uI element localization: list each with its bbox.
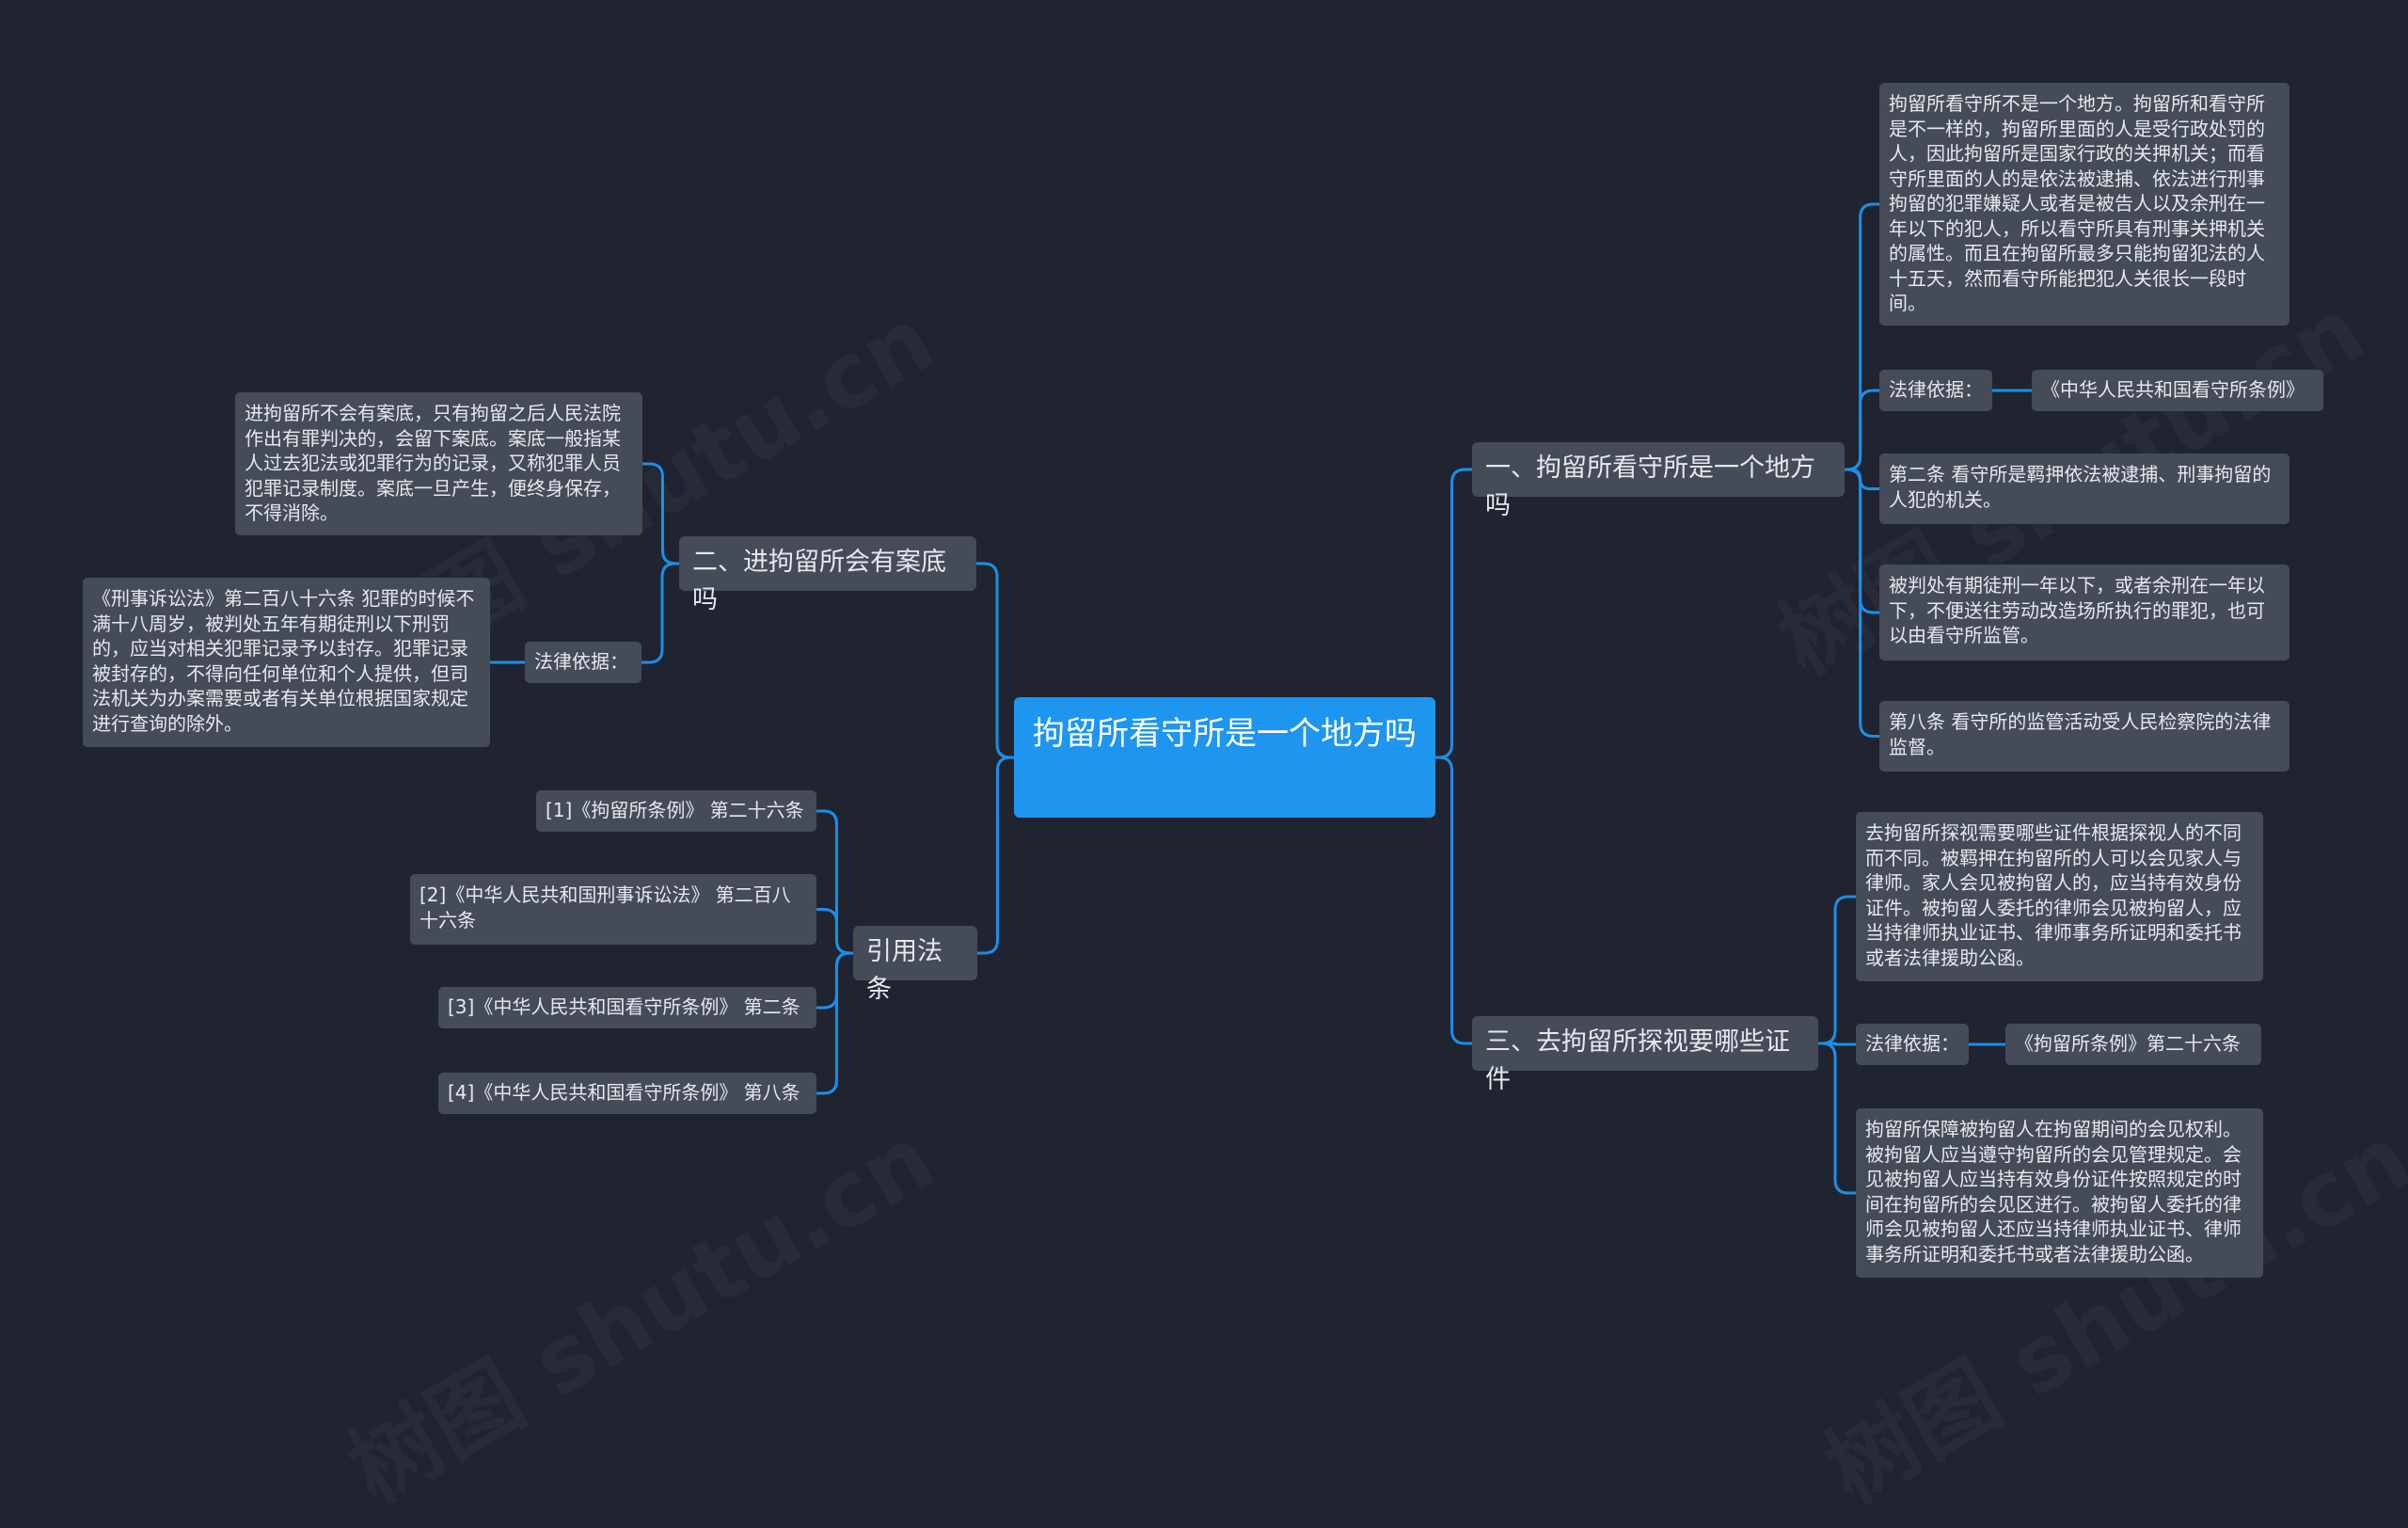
b3-legal-basis-value[interactable]: 《拘留所条例》第二十六条: [2005, 1024, 2261, 1065]
reference-1[interactable]: [1]《拘留所条例》 第二十六条: [536, 790, 816, 832]
b3-explanation-node[interactable]: 去拘留所探视需要哪些证件根据探视人的不同而不同。被羁押在拘留所的人可以会见家人与…: [1856, 812, 2263, 981]
reference-3[interactable]: [3]《中华人民共和国看守所条例》 第二条: [438, 987, 816, 1028]
b1-sentence-node[interactable]: 被判处有期徒刑一年以下，或者余刑在一年以下，不便送往劳动改造场所执行的罪犯，也可…: [1879, 565, 2289, 661]
mind-map-canvas: 树图 shutu.cn 树图 shutu.cn 树图 shutu.cn 树图 s…: [83, 83, 2323, 1278]
branch-topic-2[interactable]: 二、进拘留所会有案底吗: [679, 536, 976, 614]
connector-line: [977, 756, 1014, 955]
connector-line: [1845, 468, 1879, 738]
connector-line: [642, 462, 679, 565]
connector-lines: [490, 202, 2032, 1195]
connector-line: [1845, 202, 1879, 471]
connector-line: [816, 951, 853, 1095]
connector-line: [816, 809, 853, 955]
b3-legal-basis-label[interactable]: 法律依据：: [1856, 1024, 1969, 1065]
b1-legal-basis-label[interactable]: 法律依据：: [1879, 370, 1992, 411]
connector-line: [1845, 389, 1879, 471]
root-topic[interactable]: 拘留所看守所是一个地方吗: [1014, 697, 1435, 818]
connector-line: [816, 951, 853, 1010]
connector-line: [1845, 468, 1879, 490]
b1-explanation-node[interactable]: 拘留所看守所不是一个地方。拘留所和看守所是不一样的，拘留所里面的人是受行政处罚的…: [1879, 83, 2289, 326]
b1-legal-basis-value[interactable]: 《中华人民共和国看守所条例》: [2032, 370, 2323, 411]
reference-2[interactable]: [2]《中华人民共和国刑事诉讼法》 第二百八十六条: [410, 874, 816, 945]
connector-line: [1818, 1042, 1856, 1046]
connector-line: [642, 562, 679, 664]
branch-topic-1[interactable]: 一、拘留所看守所是一个地方吗: [1472, 442, 1845, 520]
connector-line: [1435, 756, 1472, 1045]
b3-visit-guarantee-node[interactable]: 拘留所保障被拘留人在拘留期间的会见权利。被拘留人应当遵守拘留所的会见管理规定。会…: [1856, 1108, 2263, 1278]
connector-line: [1818, 1042, 1856, 1195]
reference-4[interactable]: [4]《中华人民共和国看守所条例》 第八条: [438, 1073, 816, 1114]
b1-article-8-node[interactable]: 第八条 看守所的监管活动受人民检察院的法律监督。: [1879, 701, 2289, 772]
b2-legal-basis-value[interactable]: 《刑事诉讼法》第二百八十六条 犯罪的时候不满十八周岁，被判处五年有期徒刑以下刑罚…: [83, 578, 490, 747]
connector-line: [1818, 895, 1856, 1045]
b1-article-2-node[interactable]: 第二条 看守所是羁押依法被逮捕、刑事拘留的人犯的机关。: [1879, 454, 2289, 524]
connector-line: [1845, 468, 1879, 614]
branch-topic-4[interactable]: 引用法条: [853, 926, 977, 1004]
connector-line: [1435, 468, 1472, 759]
connector-line: [976, 562, 1014, 759]
b2-legal-basis-label[interactable]: 法律依据：: [525, 642, 642, 683]
branch-topic-3[interactable]: 三、去拘留所探视要哪些证件: [1472, 1016, 1818, 1094]
b2-explanation-node[interactable]: 进拘留所不会有案底，只有拘留之后人民法院作出有罪判决的，会留下案底。案底一般指某…: [235, 392, 642, 535]
connector-line: [816, 908, 853, 955]
